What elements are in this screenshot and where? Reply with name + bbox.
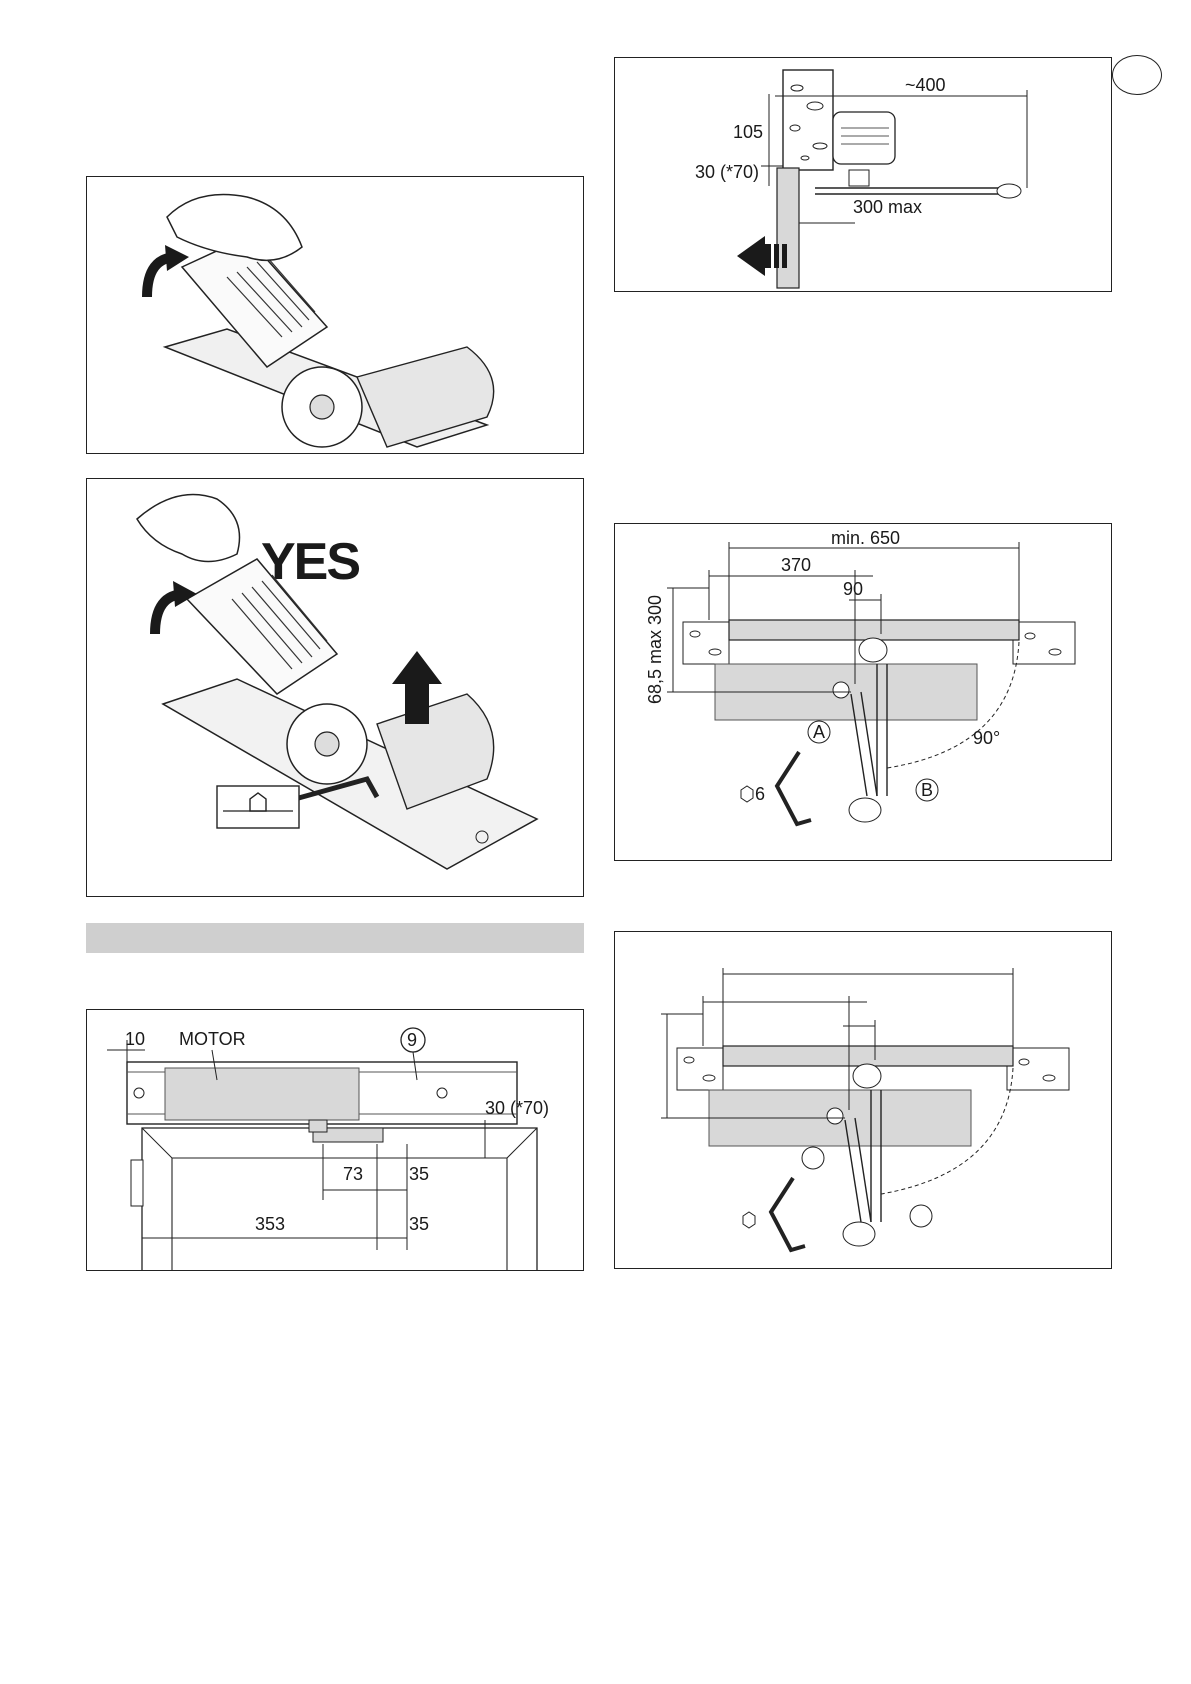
dim-68-5-max-300: 68,5 max 300 <box>645 595 665 704</box>
label-motor: MOTOR <box>179 1029 246 1049</box>
dim-30-70-wall: 30 (*70) <box>695 162 759 182</box>
figure-arm-layout-blank <box>614 931 1112 1269</box>
dim-approx-400: ~400 <box>905 75 946 95</box>
section-heading-bar <box>86 923 584 953</box>
dim-105: 105 <box>733 122 763 142</box>
figure-lift-cover <box>86 176 584 454</box>
figure-wall-section: ~400 105 30 (*70) 300 max <box>614 57 1112 292</box>
dim-10: 10 <box>125 1029 145 1049</box>
dim-353: 353 <box>255 1214 285 1234</box>
figure-yes: YES <box>86 478 584 897</box>
label-9: 9 <box>407 1030 417 1050</box>
hex-size: 6 <box>755 784 765 804</box>
dim-35-b: 35 <box>409 1214 429 1234</box>
figure-motor-plan: 10 MOTOR 9 30 (*70) 73 35 353 35 <box>86 1009 584 1271</box>
angle-90: 90° <box>973 728 1000 748</box>
dim-35-a: 35 <box>409 1164 429 1184</box>
dim-90: 90 <box>843 579 863 599</box>
language-badge <box>1112 55 1162 95</box>
label-b: B <box>921 780 933 800</box>
figure-arm-layout: 90° A B 6 min. 650 370 90 68,5 max 300 <box>614 523 1112 861</box>
label-a: A <box>813 722 825 742</box>
dim-300-max: 300 max <box>853 197 922 217</box>
dim-73: 73 <box>343 1164 363 1184</box>
dim-min-650: min. 650 <box>831 528 900 548</box>
dim-370: 370 <box>781 555 811 575</box>
dim-30-70: 30 (*70) <box>485 1098 549 1118</box>
